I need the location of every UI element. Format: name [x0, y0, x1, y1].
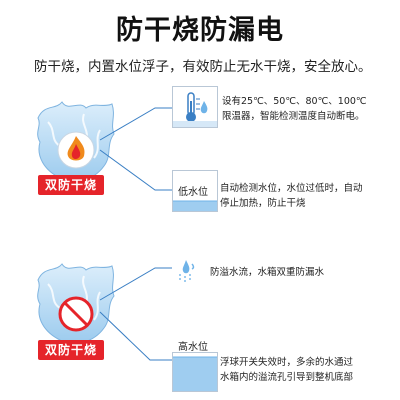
- water-splash-icon: [37, 263, 115, 344]
- feature-line: 设有25℃、50℃、80℃、100℃: [222, 96, 367, 107]
- feature-line: 自动检测水位，水位过低时，自动: [220, 183, 363, 194]
- high-water-icon-box: [172, 352, 218, 392]
- feature-low-water-text: 自动检测水位，水位过低时，自动 停止加热，防止干烧: [220, 181, 398, 211]
- dual-dry-burn-badge-top: 双防干烧: [38, 175, 104, 195]
- page-subtitle: 防干烧，内置水位浮子，有效防止无水干烧，安全放心。: [34, 59, 372, 75]
- heater-illustration-top: [30, 100, 120, 188]
- thermometer-icon-box: [172, 86, 218, 128]
- dual-dry-burn-badge-bottom: 双防干烧: [38, 340, 104, 360]
- page-title: 防干烧防漏电: [116, 15, 284, 46]
- low-water-label: 低水位: [178, 187, 208, 198]
- heater-illustration-bottom: [30, 262, 120, 350]
- feature-temperature-text: 设有25℃、50℃、80℃、100℃ 限温器，智能检测温度自动断电。: [222, 94, 397, 124]
- low-water-icon: [173, 200, 217, 211]
- feature-line: 浮球开关失效时，多余的水通过: [220, 357, 354, 368]
- high-water-icon: [173, 356, 217, 391]
- water-drop-icon-box: [172, 256, 202, 286]
- water-splash-icon: [37, 101, 115, 182]
- water-drop-icon: [179, 260, 195, 284]
- feature-line: 水箱内的溢流孔引导到整机底部: [220, 372, 354, 383]
- high-water-label: 高水位: [178, 342, 208, 353]
- low-water-icon-box: [172, 170, 218, 212]
- feature-line: 限温器，智能检测温度自动断电。: [222, 111, 365, 122]
- feature-high-water-text: 浮球开关失效时，多余的水通过 水箱内的溢流孔引导到整机底部: [220, 355, 398, 385]
- feature-overflow-text: 防溢水流，水箱双重防漏水: [210, 265, 395, 280]
- feature-line: 停止加热，防止干烧: [220, 198, 306, 209]
- feature-line: 防溢水流，水箱双重防漏水: [210, 267, 325, 278]
- thermometer-icon: [173, 92, 217, 127]
